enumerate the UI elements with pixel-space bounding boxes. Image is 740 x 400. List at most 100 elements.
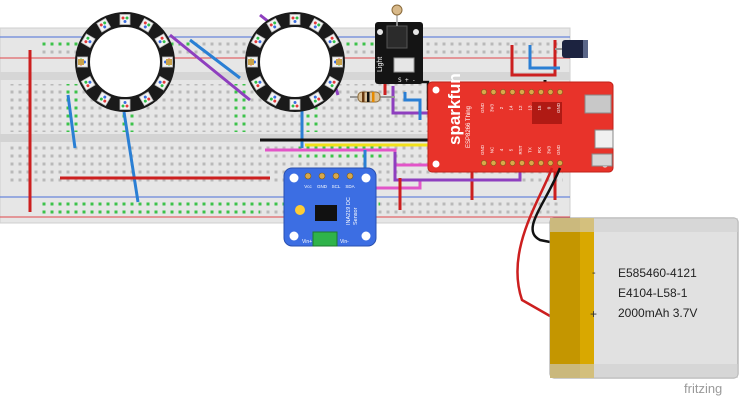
board-pin: [519, 89, 525, 95]
board-pin: [500, 160, 506, 166]
sparkfun-sub-label: ESP8266 Thing: [466, 106, 472, 148]
board-pin: [538, 89, 544, 95]
adafruit-logo-icon: [295, 205, 305, 215]
battery-label-line2: E4104-L58-1: [618, 286, 688, 300]
neopixel-led: [250, 33, 266, 49]
sensor-pin: [332, 172, 340, 180]
sensor-pin: [346, 172, 354, 180]
board-pin-label: GND: [480, 144, 485, 155]
board-pin-label: 13: [528, 105, 533, 111]
board-pin: [528, 160, 535, 166]
board-pin-label: 4: [499, 148, 504, 151]
light-pin-plus: +: [405, 77, 409, 84]
wire-blue-ring1-out: [122, 111, 140, 203]
neopixel-led: [96, 17, 112, 33]
neopixel-led: [119, 99, 131, 110]
board-pin: [538, 160, 544, 166]
neopixel-led: [308, 91, 324, 107]
board-pin: [509, 160, 516, 166]
neopixel-ring-2: [245, 12, 345, 112]
resistor: [350, 91, 395, 103]
neopixel-led: [289, 99, 301, 110]
board-pin-label: 2: [499, 106, 504, 109]
sensor-side-pin-vinm: Vin-: [340, 239, 349, 245]
neopixel-led: [266, 17, 282, 33]
neopixel-led: [324, 75, 340, 91]
board-pin: [490, 89, 497, 95]
board-pin: [557, 89, 563, 95]
wire-red-top-right: [510, 40, 557, 77]
center-channel: [0, 134, 570, 142]
sensor-pin-label: SCL: [332, 184, 341, 189]
board-pin-label: RST: [518, 145, 523, 154]
neopixel-led: [250, 75, 266, 91]
neopixel-led: [154, 75, 170, 91]
sensor-chip: [315, 205, 337, 221]
battery-wires: [516, 167, 562, 318]
board-pin-label: 15: [537, 105, 542, 111]
battery-wire-red: [516, 167, 554, 318]
battery-label-line3: 2000mAh 3.7V: [618, 306, 697, 320]
neopixel-led: [138, 17, 154, 33]
neopixel-ring-1: [75, 12, 175, 112]
board-pin: [547, 89, 554, 95]
board-pin: [481, 89, 487, 95]
neopixel-led: [119, 14, 131, 25]
usb-connector: [584, 94, 612, 114]
neopixel-led: [324, 33, 340, 49]
board-pin-label: 3V3: [547, 146, 552, 155]
board-pin: [509, 89, 516, 95]
light-sensor-module: Light S + -: [375, 4, 423, 84]
battery-wire-black: [531, 167, 562, 244]
sensor-title-2: Sensor: [353, 207, 359, 225]
sensor-pin-label: SDA: [345, 184, 354, 189]
wire-blue-ring-link: [189, 38, 241, 80]
board-pin-label: GND: [556, 102, 561, 113]
neopixel-led: [96, 91, 112, 107]
wire-purple-ring-link: [169, 33, 251, 102]
wire-blue-ring1-left: [66, 94, 77, 149]
neopixel-led: [289, 14, 301, 25]
sparkfun-brand: sparkfun: [445, 73, 464, 145]
board-pin-label: 14: [509, 105, 514, 111]
ina219-sensor-board: INA219 DC Sensor Vcc GND SCL SDA Vin+ Vin-: [283, 167, 377, 247]
neopixel-led: [138, 91, 154, 107]
sensor-pin-label: GND: [317, 184, 328, 189]
board-pin-label: NC: [490, 146, 495, 153]
board-pin: [490, 160, 497, 166]
board-pin-label: 0: [547, 106, 552, 109]
neopixel-led: [266, 91, 282, 107]
board-pin-label: 5: [509, 148, 514, 151]
neopixel-led: [80, 75, 96, 91]
sensor-side-pin-vinp: Vin+: [302, 239, 312, 245]
sensor-title: INA219 DC: [346, 197, 352, 225]
battery-minus-sign: -: [592, 267, 596, 279]
board-pin-label: TX: [528, 147, 533, 153]
board-pin: [528, 89, 535, 95]
screw-terminal: [312, 231, 338, 247]
sensor-pin: [304, 172, 312, 180]
light-pin-minus: -: [412, 77, 416, 84]
neopixel-led: [308, 17, 324, 33]
battery-connector: [594, 129, 614, 149]
board-pin: [519, 160, 525, 166]
power-switch: [591, 153, 613, 167]
battery-plus-sign: +: [590, 307, 597, 321]
capacitor: [555, 40, 588, 58]
board-pin: [547, 160, 554, 166]
battery-label-line1: E585460-4121: [618, 266, 697, 280]
board-pin-label: GND: [480, 102, 485, 113]
board-pin-label: RX: [537, 147, 542, 153]
board-pin: [500, 89, 506, 95]
neopixel-led: [154, 33, 170, 49]
board-pin-label: GND: [556, 144, 561, 155]
light-sensor-label: Light: [377, 57, 384, 72]
lipo-battery: - + E585460-4121 E4104-L58-1 2000mAh 3.7…: [549, 217, 739, 379]
sensor-pin-label: Vcc: [304, 184, 312, 189]
board-pin-label: 3V3: [490, 104, 495, 113]
sensor-pin: [318, 172, 326, 180]
fritzing-watermark: fritzing: [684, 381, 722, 396]
board-pin: [481, 160, 487, 166]
